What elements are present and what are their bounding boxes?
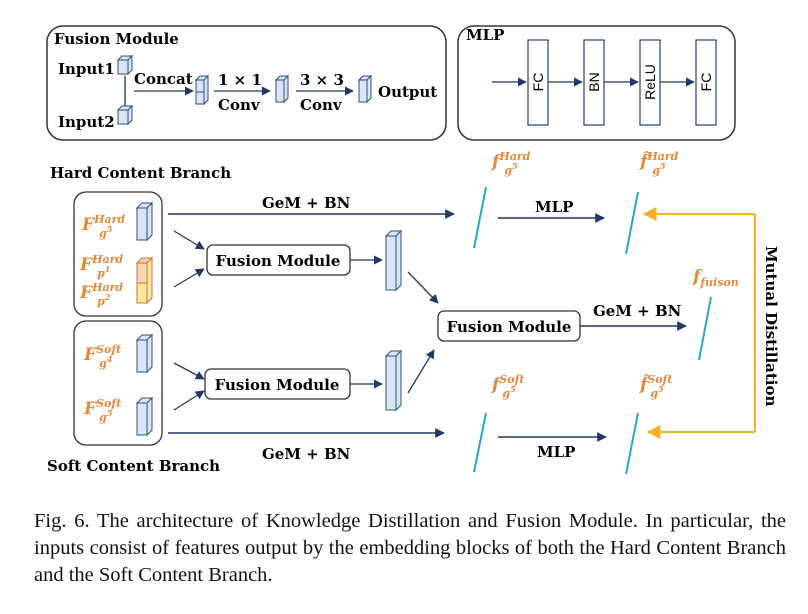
vector-f-soft: [473, 412, 487, 473]
vector-f-fusion: [698, 296, 712, 361]
mutual-distillation-arrows: [642, 207, 756, 439]
conv3-cube: [357, 74, 373, 104]
conv3-top-label: 3 × 3: [300, 71, 344, 89]
mlp-layer-label: ReLU: [642, 64, 658, 100]
input2-cube: [116, 104, 134, 126]
gem-bn-bottom-label: GeM + BN: [262, 445, 351, 463]
mlp-layer-label: FC: [698, 73, 714, 92]
hard-branch-title: Hard Content Branch: [50, 164, 231, 182]
label-f-fusion: ffuison: [692, 267, 739, 289]
fusion-module-soft: Fusion Module: [204, 368, 351, 400]
gem-bn-top-label: GeM + BN: [262, 194, 351, 212]
conv1-bottom-label: Conv: [218, 96, 261, 114]
mlp-top-label: MLP: [535, 198, 573, 216]
mlp-title: MLP: [466, 26, 504, 44]
fusion-module-soft-label: Fusion Module: [215, 376, 340, 394]
gem-bn-fusion-label: GeM + BN: [593, 302, 682, 320]
mlp-layer-label: BN: [586, 72, 602, 91]
architecture-diagram: Fusion Module Input1 Input2 Concat 1 × 1…: [46, 25, 780, 475]
vector-f-hat-hard: [625, 191, 639, 255]
mutual-distillation-label: Mutual Distillation: [762, 246, 780, 407]
hard-part-cubes: [135, 256, 154, 305]
input1-label: Input1: [58, 60, 115, 78]
fusion-module-detail: Fusion Module Input1 Input2 Concat 1 × 1…: [46, 25, 447, 141]
fusion-module-combined-label: Fusion Module: [447, 318, 572, 336]
hard-g5-cube: [135, 201, 154, 242]
mlp-layer-fc-2: FC: [695, 39, 717, 126]
fusion-module-title: Fusion Module: [54, 30, 179, 48]
input1-cube: [116, 54, 134, 76]
fused-soft-cube: [384, 349, 403, 412]
mlp-detail: MLP FC BN ReLU FC: [457, 25, 736, 141]
mlp-bottom-label: MLP: [537, 443, 575, 461]
concat-cube: [194, 74, 210, 106]
mlp-layer-bn: BN: [583, 39, 605, 126]
mlp-layer-label: FC: [530, 73, 546, 92]
output-label: Output: [378, 83, 437, 101]
conv1-top-label: 1 × 1: [218, 71, 262, 89]
mlp-layer-fc-1: FC: [527, 39, 549, 126]
soft-g4-cube: [135, 333, 154, 374]
fusion-module-hard-label: Fusion Module: [216, 252, 341, 270]
vector-f-hat-soft: [625, 412, 639, 475]
soft-branch-title: Soft Content Branch: [47, 457, 220, 475]
input2-label: Input2: [58, 113, 115, 131]
mlp-layer-relu: ReLU: [639, 39, 661, 126]
soft-g5-cube: [135, 396, 154, 437]
fused-hard-cube: [384, 229, 403, 292]
conv1-cube: [274, 74, 290, 104]
figure-caption: Fig. 6. The architecture of Knowledge Di…: [34, 510, 786, 586]
fusion-module-combined: Fusion Module: [437, 310, 581, 342]
conv3-bottom-label: Conv: [300, 96, 343, 114]
vector-f-hard: [473, 186, 487, 249]
fusion-module-hard: Fusion Module: [206, 244, 351, 276]
concat-label: Concat: [134, 70, 193, 88]
